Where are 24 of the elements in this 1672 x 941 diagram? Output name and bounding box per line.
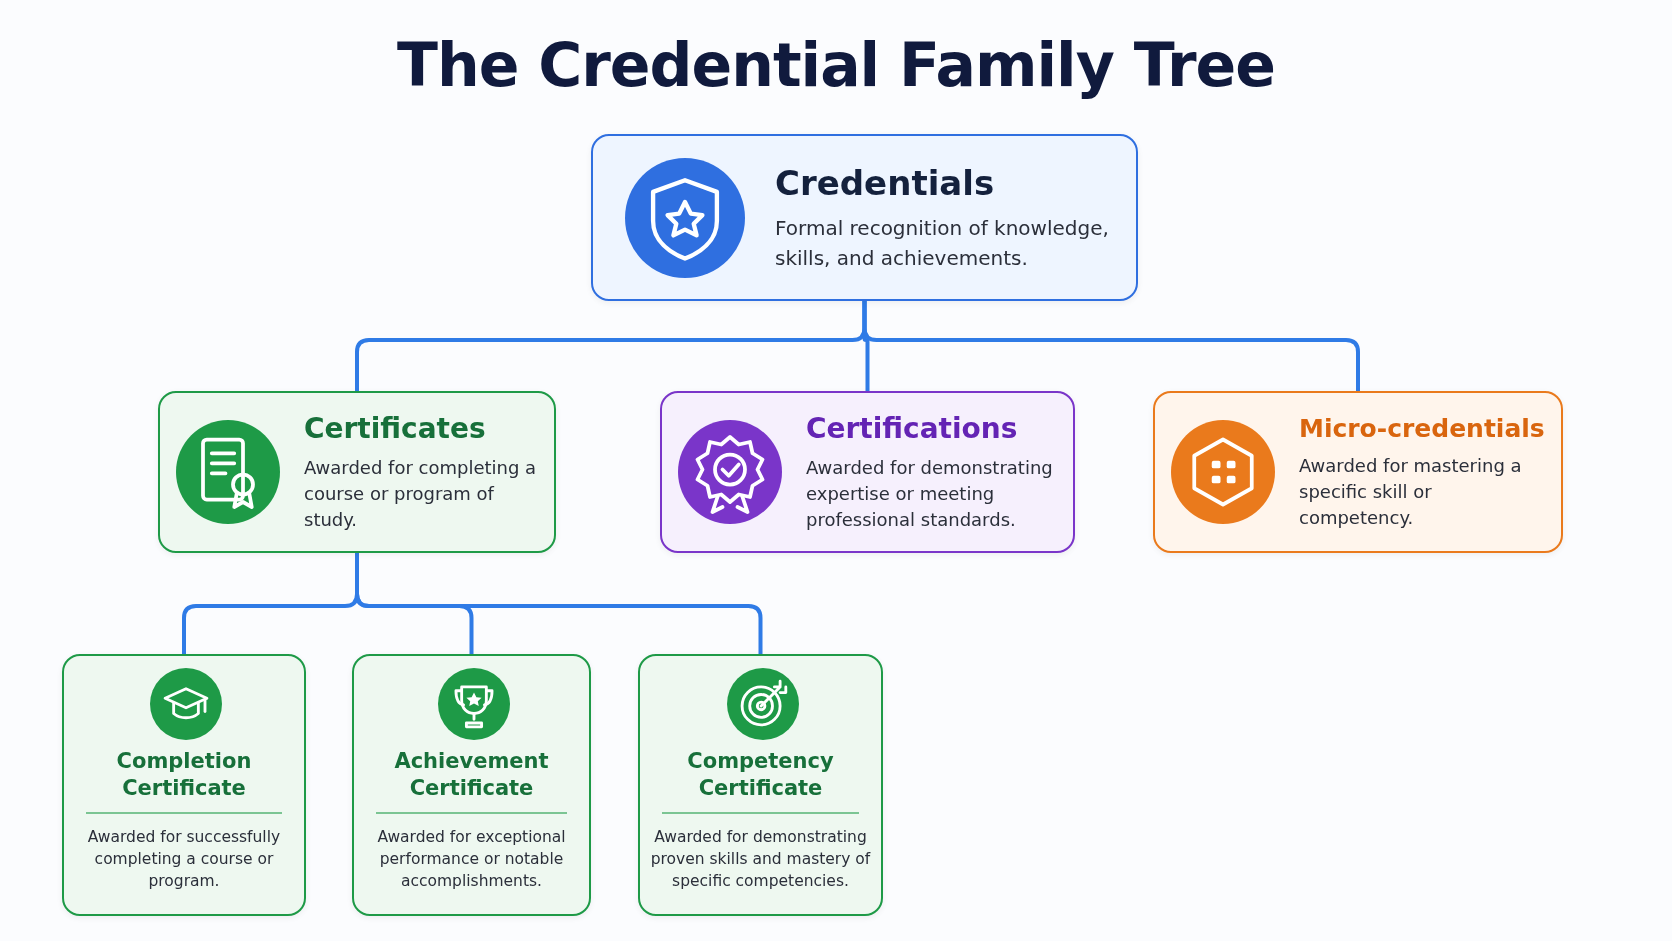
card-description: Awarded for successfully completing a course or program.	[86, 827, 282, 892]
card-description: Awarded for mastering a specific skill or competency.	[1299, 453, 1523, 530]
card-description: Awarded for completing a course or program of study.	[304, 455, 538, 532]
category-card	[62, 654, 306, 916]
card-description: Awarded for demonstrating expertise or meeting professional standards.	[806, 455, 1054, 532]
diagram-title: The Credential Family Tree	[396, 30, 1276, 100]
category-card	[352, 654, 591, 916]
card-heading: Micro-credentials	[1299, 413, 1546, 443]
category-card	[591, 134, 1138, 301]
category-card	[1153, 391, 1563, 553]
card-heading: Achievement Certificate	[393, 748, 550, 802]
card-description: Awarded for demonstrating proven skills and mastery of specific competencies.	[649, 827, 872, 892]
card-description: Formal recognition of knowledge, skills, and achievements.	[775, 214, 1110, 272]
connector-line	[862, 301, 1360, 391]
card-heading: Competency Certificate	[686, 748, 835, 802]
connector-line	[355, 553, 763, 654]
card-description: Awarded for exceptional performance or notable accomplishments.	[376, 827, 567, 892]
category-card	[158, 391, 556, 553]
category-card	[660, 391, 1075, 553]
card-heading: Certificates	[304, 411, 487, 445]
category-card	[638, 654, 883, 916]
card-heading: Certifications	[806, 411, 1019, 445]
card-heading: Completion Certificate	[115, 748, 253, 802]
card-heading: Credentials	[775, 162, 996, 203]
